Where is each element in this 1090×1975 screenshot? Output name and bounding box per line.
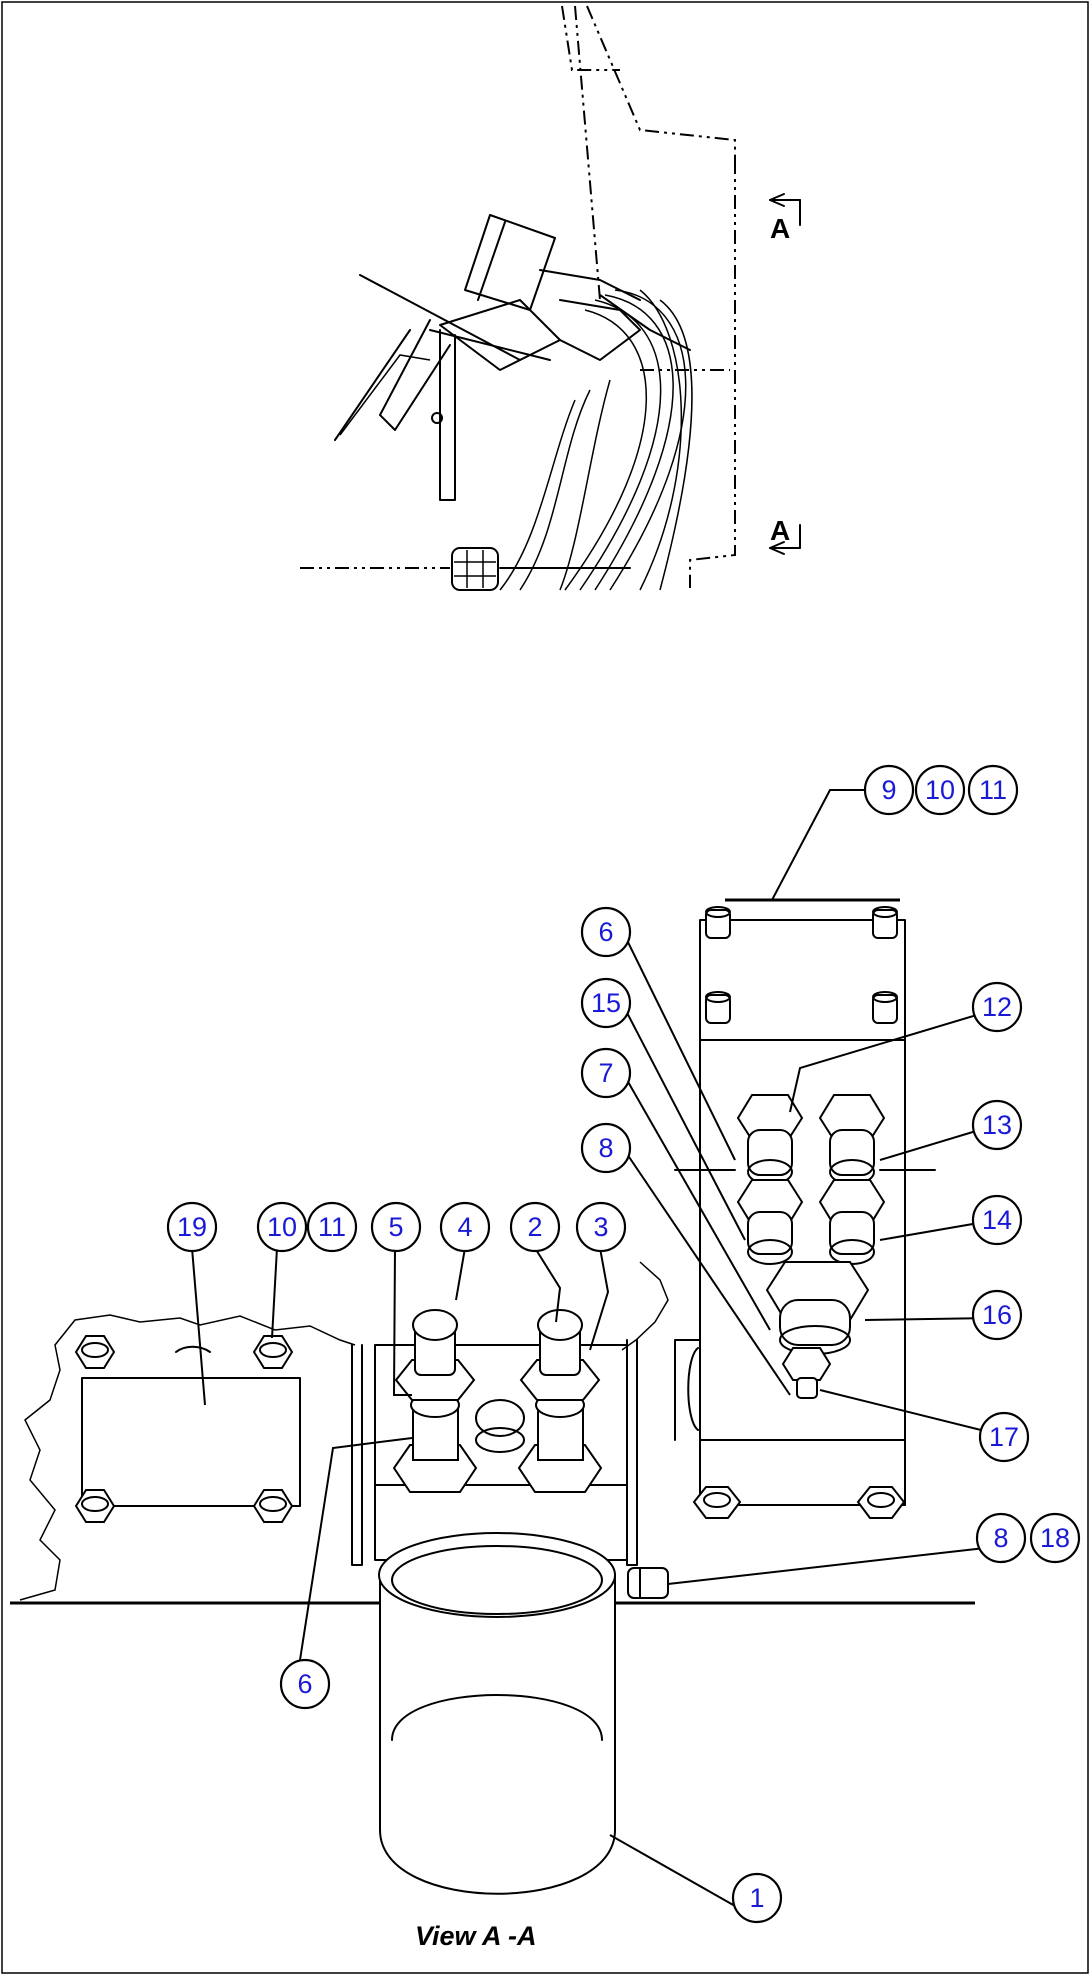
bolt — [872, 906, 898, 939]
leader-lines — [191, 789, 1002, 1907]
fitting-bottom-right — [517, 1392, 603, 1493]
balloon-13: 13 — [971, 1099, 1023, 1151]
balloon-number: 8 — [598, 1133, 613, 1163]
balloon-16: 16 — [971, 1289, 1023, 1341]
switch-upper-left — [736, 1094, 804, 1185]
balloon-number: 4 — [457, 1212, 472, 1242]
balloon-number: 11 — [318, 1212, 346, 1242]
balloon-number: 2 — [527, 1212, 542, 1242]
nut — [252, 1489, 294, 1523]
switch-lower-right — [818, 1179, 886, 1265]
balloon-number: 10 — [925, 775, 955, 805]
balloon-number: 13 — [982, 1110, 1012, 1140]
balloon-number: 10 — [267, 1212, 297, 1242]
balloon-number: 6 — [598, 917, 613, 947]
nut — [74, 1335, 116, 1369]
balloon-8-right: 8 — [580, 1122, 632, 1174]
balloon-19: 19 — [166, 1201, 218, 1253]
balloon-7: 7 — [580, 1047, 632, 1099]
balloon-17: 17 — [978, 1411, 1030, 1463]
bolt — [705, 991, 731, 1024]
balloon-8-lower: 8 — [975, 1512, 1027, 1564]
balloon-number: 6 — [297, 1669, 312, 1699]
switch-large — [765, 1261, 870, 1355]
switch-upper-right — [818, 1094, 886, 1185]
balloon-12: 12 — [971, 981, 1023, 1033]
balloon-11-left: 11 — [306, 1201, 358, 1253]
balloon-number: 16 — [982, 1300, 1012, 1330]
section-mark-bottom: A — [770, 515, 790, 546]
sensor — [781, 1347, 832, 1399]
balloon-11-top: 11 — [967, 764, 1019, 816]
balloon-number: 14 — [982, 1205, 1012, 1235]
bolt — [705, 906, 731, 939]
balloon-number: 5 — [388, 1212, 403, 1242]
balloon-4: 4 — [439, 1201, 491, 1253]
balloon-number: 8 — [993, 1523, 1008, 1553]
nut — [856, 1486, 906, 1519]
balloon-number: 7 — [598, 1058, 613, 1088]
balloon-group: 1 2 3 4 5 6 6 7 8 8 9 10 10 11 11 12 13 … — [166, 764, 1081, 1924]
balloon-18: 18 — [1029, 1512, 1081, 1564]
balloon-number: 12 — [982, 992, 1012, 1022]
balloon-15: 15 — [580, 977, 632, 1029]
balloon-6-bottom: 6 — [279, 1658, 331, 1710]
balloon-number: 3 — [593, 1212, 608, 1242]
balloon-9: 9 — [863, 764, 915, 816]
balloon-1: 1 — [731, 1872, 783, 1924]
balloon-2: 2 — [509, 1201, 561, 1253]
balloon-5: 5 — [370, 1201, 422, 1253]
nut — [74, 1489, 116, 1523]
fitting-bottom-left — [392, 1392, 478, 1493]
location-view: A A — [300, 5, 801, 591]
view-a-a: View A -A — [10, 898, 975, 1951]
view-label: View A -A — [415, 1921, 537, 1951]
balloon-number: 11 — [979, 775, 1007, 805]
nut — [252, 1335, 294, 1369]
balloon-10-top: 10 — [914, 764, 966, 816]
fitting-top-right — [519, 1309, 601, 1401]
balloon-6-right: 6 — [580, 906, 632, 958]
balloon-number: 9 — [881, 775, 896, 805]
bolt — [872, 991, 898, 1024]
switch-lower-left — [736, 1179, 804, 1265]
balloon-number: 19 — [177, 1212, 207, 1242]
balloon-14: 14 — [971, 1194, 1023, 1246]
section-mark-top: A — [770, 213, 790, 244]
balloon-number: 15 — [591, 988, 621, 1018]
balloon-number: 17 — [989, 1422, 1019, 1452]
balloon-3: 3 — [575, 1201, 627, 1253]
fitting-top-left — [394, 1309, 476, 1401]
balloon-10-left: 10 — [256, 1201, 308, 1253]
balloon-number: 1 — [749, 1883, 764, 1913]
balloon-number: 18 — [1040, 1523, 1070, 1553]
cylinder — [378, 1532, 616, 1895]
nut — [692, 1486, 742, 1519]
